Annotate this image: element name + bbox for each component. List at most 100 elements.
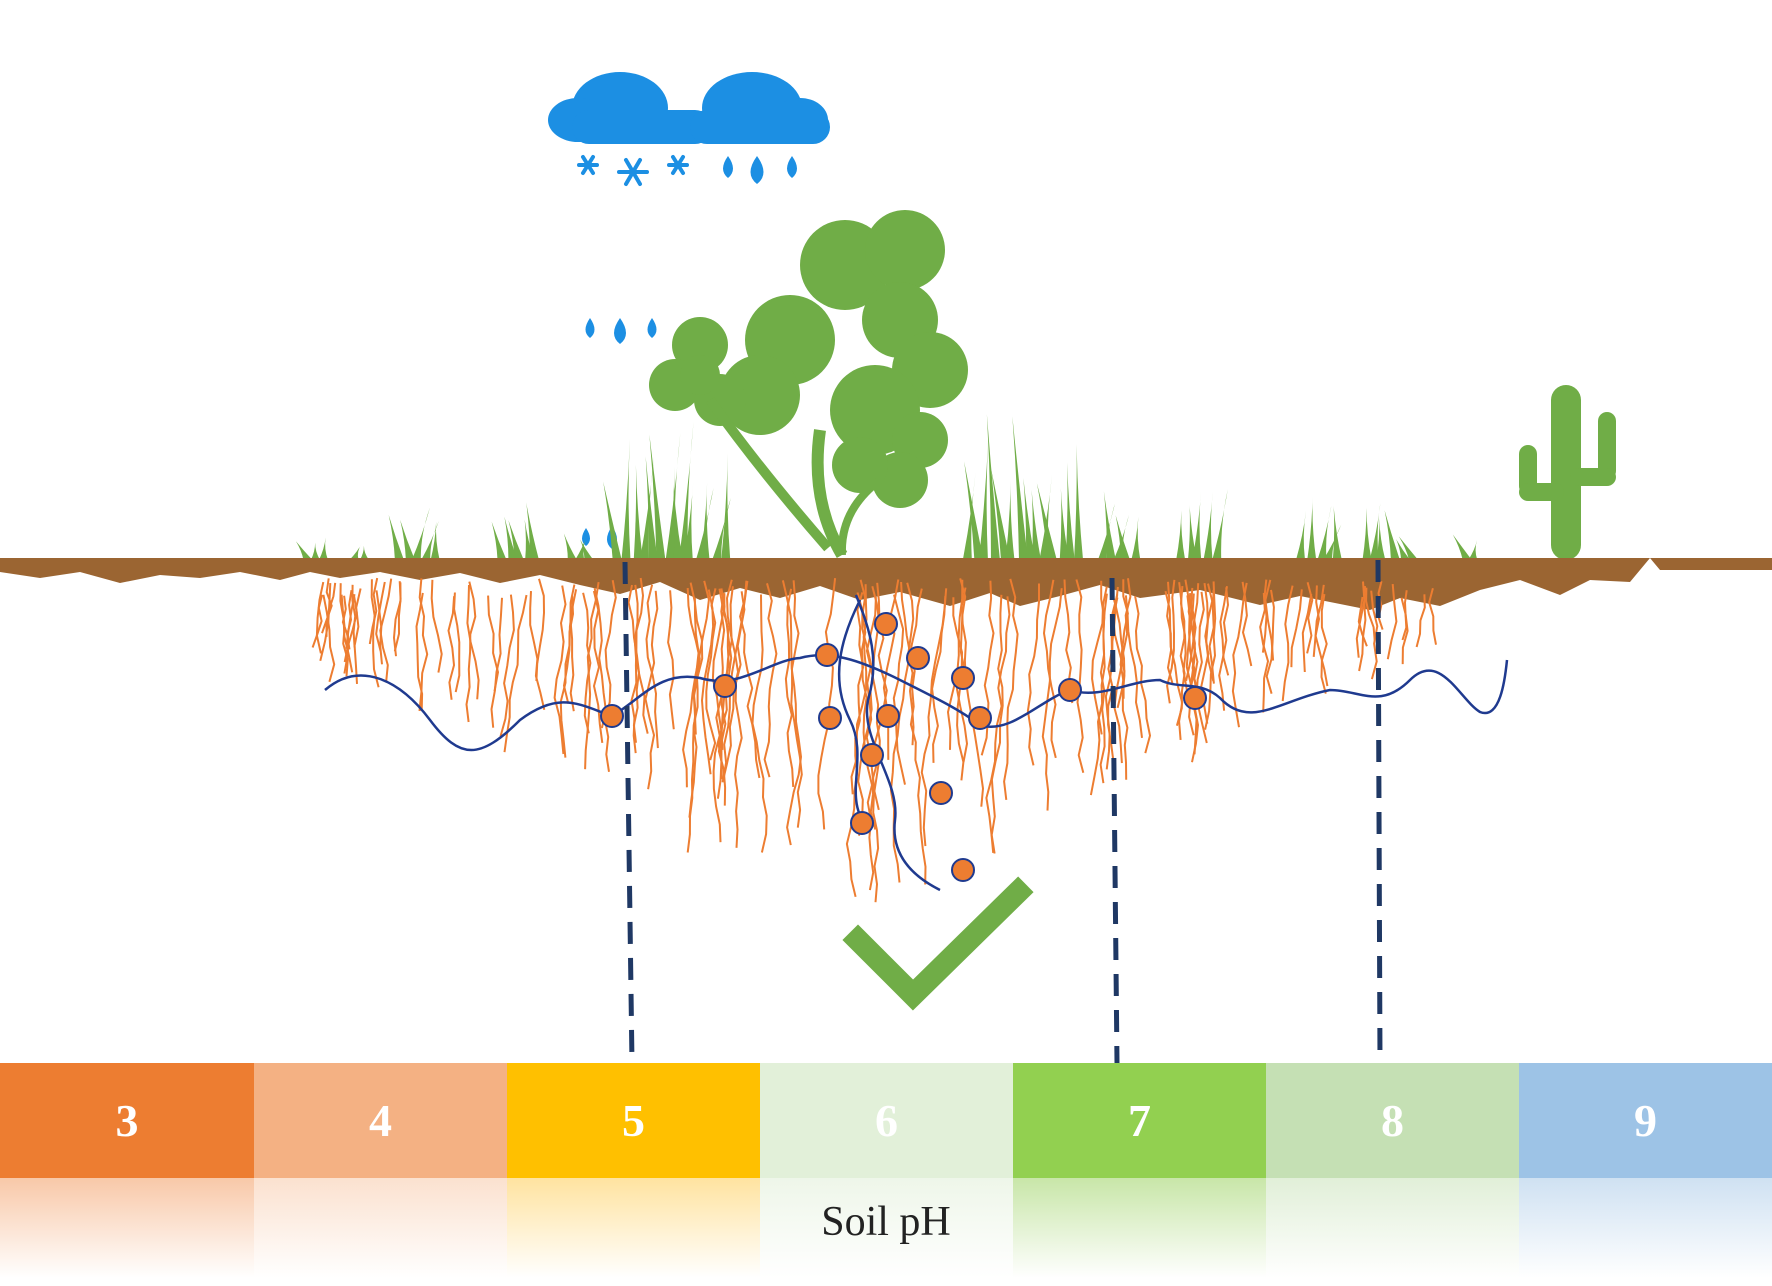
root-strand [985,596,1011,853]
grass-blade [421,521,439,560]
ph-label-9: 9 [1634,1095,1657,1146]
root-strand [499,594,515,737]
root-system [311,577,1437,903]
root-strand [593,587,607,729]
root-strand [1204,581,1217,730]
ph-cell-3: 3 [0,1063,254,1178]
root-strand [1312,584,1325,657]
root-strand [689,582,704,735]
grass-blade [508,520,524,560]
root-strand [1265,589,1275,694]
ph-cell-9: 9 [1519,1063,1772,1178]
root-strand [529,591,546,711]
root-strand [603,580,617,772]
ph-label-4: 4 [369,1095,392,1146]
grass-blade [712,497,731,560]
root-strand [392,582,402,657]
grass-blade [575,534,587,560]
grass-blade [1115,515,1130,560]
grass-blade [683,480,694,560]
root-strand [1219,586,1230,676]
grass-blade [1039,474,1053,560]
clover-icon [649,210,968,559]
root-strand [700,589,715,775]
root-strand [1026,583,1040,766]
grass-blade [1332,505,1342,560]
grass-blade [388,514,404,560]
grass-blade [1012,416,1028,560]
root-strand [856,592,880,811]
root-strand [882,579,900,760]
grass-blade [310,542,320,560]
grass-blade [430,521,440,560]
root-strand [1320,593,1328,694]
root-strand [1195,591,1205,698]
root-strand [817,577,837,830]
snowflake-icon [577,155,689,186]
root-strand [1428,587,1437,645]
root-strand [553,585,567,755]
root-strand [1119,579,1129,699]
grass-blade [524,519,535,560]
root-strand [321,578,333,634]
root-strand [1003,578,1019,801]
root-strand [466,584,480,700]
grass-blade [645,456,658,560]
root-strand [1281,585,1294,702]
root-strand [1259,592,1270,713]
grass-blade [1023,477,1035,560]
root-strand [370,579,380,688]
ph-label-5: 5 [622,1095,645,1146]
grass-blade [1176,510,1186,560]
grass-blade [649,434,666,560]
grass-blade [580,539,594,560]
root-strand [686,597,700,853]
ph-label-8: 8 [1381,1095,1404,1146]
root-strand [790,580,803,828]
grass-blade [721,453,731,560]
grass-blade [1295,510,1307,560]
grass-blade [1398,536,1419,560]
root-strand [465,581,477,723]
root-strand [667,590,675,730]
root-strand [375,581,386,652]
root-strand [584,581,600,770]
grass-blade [1317,506,1332,560]
ph-reflection-6 [760,1178,1013,1278]
raindrop-icon [723,156,797,184]
root-strand [1261,579,1268,653]
spore-dots [600,612,1207,882]
ph-cell-7: 7 [1013,1063,1266,1178]
root-strand [351,584,357,648]
grass-blade [978,426,989,560]
ph-label-7: 7 [1128,1095,1151,1146]
grass-blade [1031,489,1041,560]
grass-icon [295,414,1478,560]
root-strand [340,594,349,677]
root-strand [1203,582,1215,682]
root-strand [562,596,575,704]
grass-blade [295,541,313,560]
root-strand [418,578,429,712]
grass-blade [359,545,369,560]
grass-blade [1074,444,1084,560]
grass-blade [621,438,631,560]
ph-cell-5: 5 [507,1063,760,1178]
root-strand [711,588,727,806]
root-strand [1188,587,1196,736]
grass-blade [1203,491,1213,560]
root-strand [1241,581,1253,667]
root-strand [1041,588,1063,811]
grass-blade [639,456,655,560]
grass-blade [563,533,577,560]
boundary-line-7 [1109,577,1120,1064]
grass-blade [318,537,328,560]
weather-cloud-group [548,72,830,186]
root-strand [1091,586,1108,735]
grass-blade [1323,524,1342,560]
grass-blade [1369,503,1381,560]
root-strand [1314,585,1329,687]
root-strand [892,594,906,785]
grass-blade [1212,489,1228,560]
ph-reflection-9 [1519,1178,1772,1278]
